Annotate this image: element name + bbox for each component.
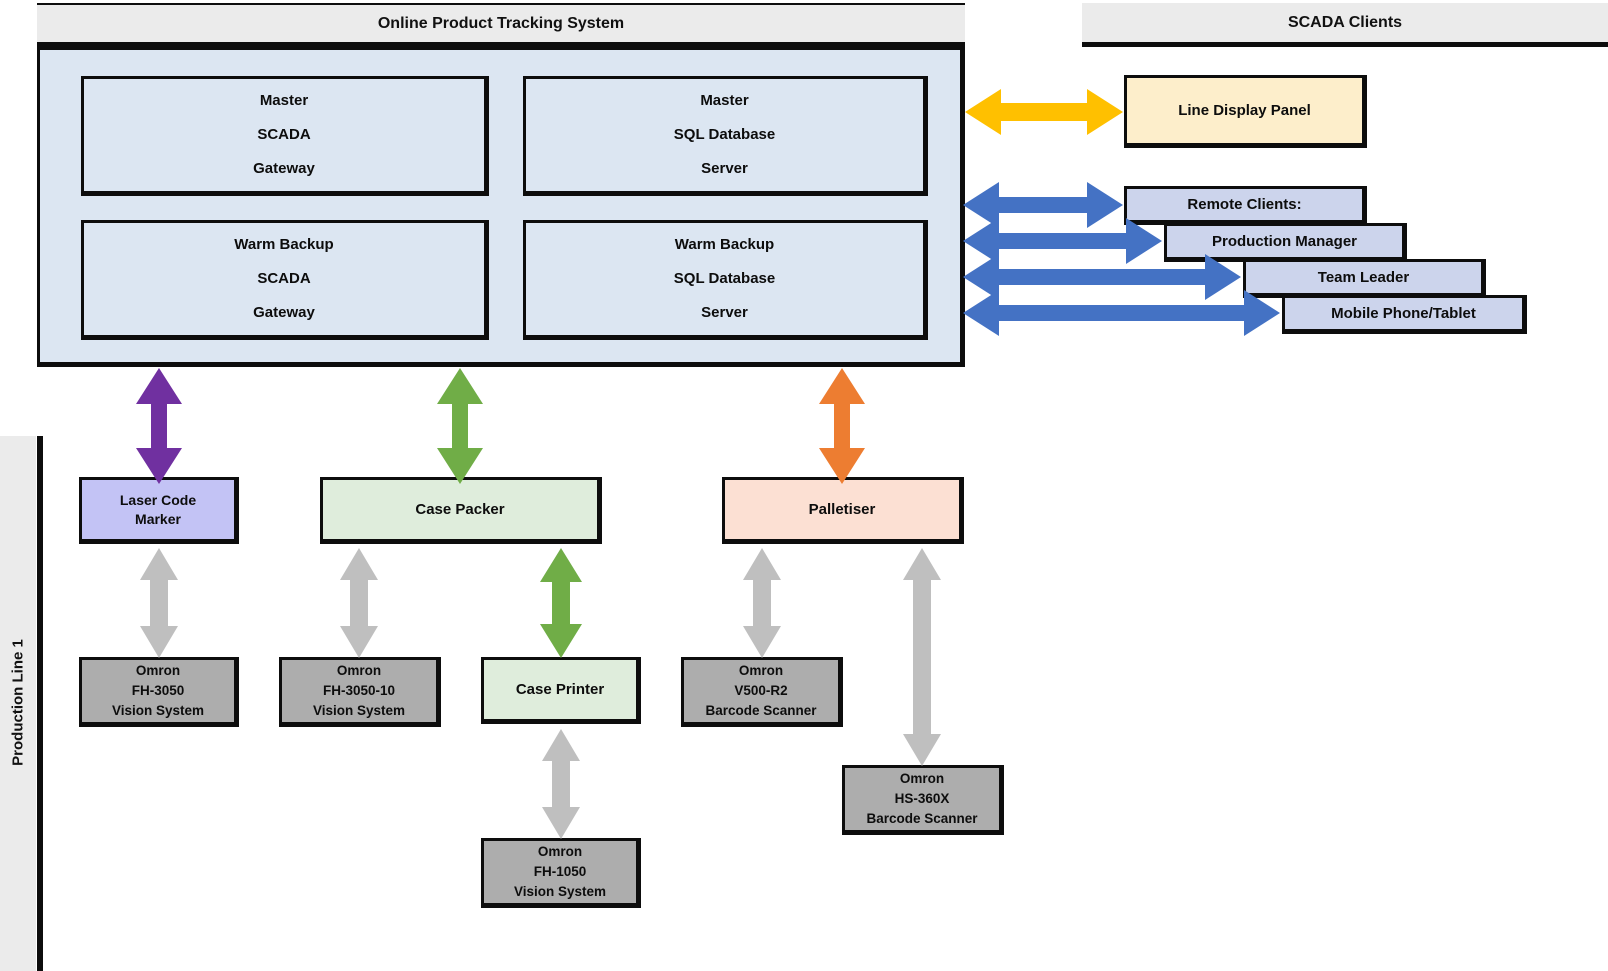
node-line: HS-360X [894,790,950,806]
arrow-system-to-palletiser [819,368,865,484]
node-master-scada-gateway[interactable]: Master SCADA Gateway [81,76,489,196]
node-line: Mobile Phone/Tablet [1331,304,1476,322]
arrow-system-to-mobile-tablet [963,290,1280,336]
node-line: Palletiser [808,500,876,518]
node-production-manager[interactable]: Production Manager [1164,223,1407,262]
node-omron-fh-1050[interactable]: Omron FH-1050 Vision System [481,838,641,908]
node-omron-hs-360x[interactable]: Omron HS-360X Barcode Scanner [842,765,1004,835]
node-omron-fh-3050-10[interactable]: Omron FH-3050-10 Vision System [279,657,441,727]
production-line-label: Production Line 1 [9,639,27,766]
arrow-packer-to-case-printer [540,548,582,658]
node-line: V500-R2 [734,682,788,698]
node-line: Vision System [312,703,406,719]
node-line: Vision System [111,703,205,719]
node-line: Vision System [513,884,607,900]
arrow-system-to-line-display [965,89,1123,135]
node-line: Gateway [253,303,315,321]
node-line: Server [701,303,748,321]
node-line: Barcode Scanner [866,811,978,827]
node-mobile-phone-tablet[interactable]: Mobile Phone/Tablet [1282,295,1527,334]
node-case-printer[interactable]: Case Printer [481,657,641,724]
node-line: Marker [135,510,181,527]
node-line: Master [700,92,749,110]
node-line: FH-3050 [131,682,185,698]
arrow-system-to-remote-clients [963,182,1123,228]
node-line: SQL Database [673,270,776,288]
node-line: SQL Database [673,126,776,144]
node-line: Warm Backup [674,236,775,254]
node-line: Omron [135,662,181,678]
node-laser-code-marker[interactable]: Laser Code Marker [79,477,239,544]
arrow-system-to-case-packer [437,368,483,484]
node-omron-v500-r2[interactable]: Omron V500-R2 Barcode Scanner [681,657,843,727]
scada-clients-header-title: SCADA Clients [1287,13,1403,31]
arrow-palletiser-to-v500r2 [743,548,781,658]
node-line: FH-3050-10 [322,682,396,698]
node-line: Case Printer [515,680,605,698]
node-line: Barcode Scanner [705,703,817,719]
node-case-packer[interactable]: Case Packer [320,477,602,544]
system-header-title: Online Product Tracking System [377,14,625,32]
production-line-band [0,436,36,971]
system-header-banner: Online Product Tracking System [37,3,965,47]
node-line: Gateway [253,159,315,177]
node-line: Remote Clients: [1187,195,1302,213]
node-line: Omron [336,662,382,678]
node-line: SCADA [257,126,311,144]
node-team-leader[interactable]: Team Leader [1243,259,1486,298]
scada-clients-header-banner: SCADA Clients [1082,3,1608,47]
node-line-display-panel[interactable]: Line Display Panel [1124,75,1367,148]
node-line: Server [701,159,748,177]
node-line: Omron [738,662,784,678]
arrow-system-to-laser-marker [136,368,182,484]
arrow-printer-to-fh1050 [542,729,580,839]
online-product-tracking-panel: Master SCADA Gateway Master SQL Database… [37,47,965,367]
node-line: Master [259,92,309,110]
node-master-sql-server[interactable]: Master SQL Database Server [523,76,928,196]
production-line-rail [37,436,43,971]
node-backup-scada-gateway[interactable]: Warm Backup SCADA Gateway [81,220,489,340]
node-backup-sql-server[interactable]: Warm Backup SQL Database Server [523,220,928,340]
arrow-palletiser-to-hs360x [903,548,941,766]
node-line: Omron [537,843,583,859]
node-palletiser[interactable]: Palletiser [722,477,964,544]
node-line: Case Packer [415,500,505,518]
node-omron-fh-3050[interactable]: Omron FH-3050 Vision System [79,657,239,727]
node-line: Warm Backup [234,236,334,254]
arrow-marker-to-fh3050 [140,548,178,658]
node-line: Line Display Panel [1178,101,1311,119]
node-remote-clients[interactable]: Remote Clients: [1124,186,1367,225]
node-line: FH-1050 [533,863,587,879]
node-line: Laser Code [119,491,197,508]
node-line: Omron [899,770,945,786]
node-line: Team Leader [1317,268,1410,286]
node-line: SCADA [257,270,311,288]
node-line: Production Manager [1211,232,1357,250]
arrow-packer-to-fh3050-10 [340,548,378,658]
